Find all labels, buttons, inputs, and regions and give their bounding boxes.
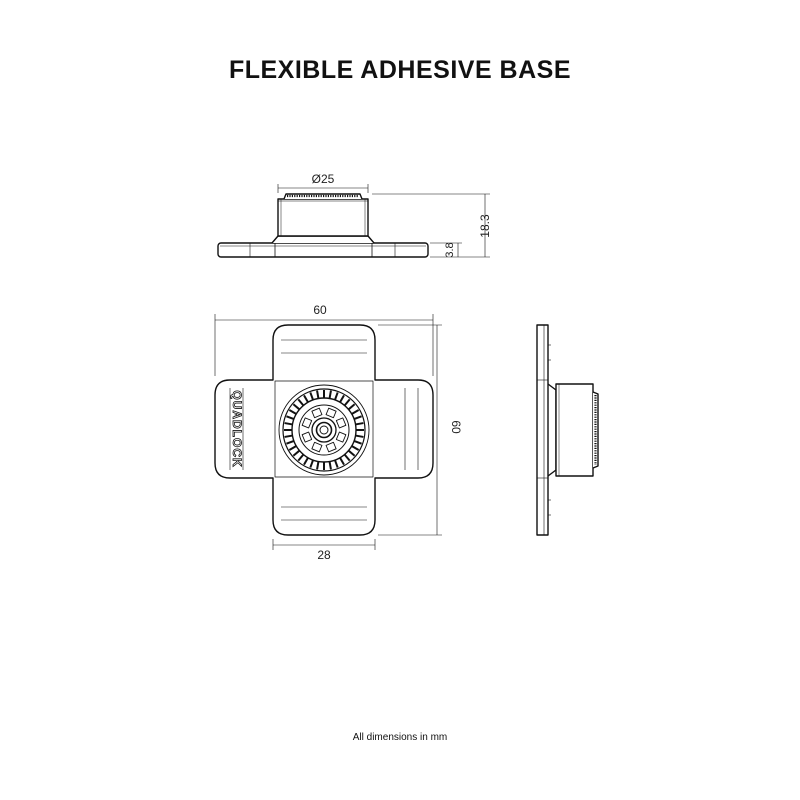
gear-tooth bbox=[284, 422, 293, 426]
gear-tooth bbox=[297, 453, 305, 462]
gear-tooth bbox=[353, 440, 362, 445]
gear-tooth bbox=[288, 445, 297, 451]
gear-tooth bbox=[343, 453, 351, 462]
gear-tooth bbox=[316, 461, 320, 470]
quadlock-logo: QUADLOCK bbox=[230, 390, 244, 467]
dim-total-height: 18.3 bbox=[478, 214, 492, 238]
gear-slot bbox=[301, 431, 313, 443]
gear-tooth bbox=[303, 457, 309, 466]
gear-tooth bbox=[284, 434, 293, 438]
gear-tooth bbox=[347, 449, 356, 457]
dim-width: 60 bbox=[313, 303, 327, 317]
gear-tooth bbox=[286, 415, 295, 420]
plan-dimension-lines bbox=[214, 314, 442, 550]
gear-tooth bbox=[288, 409, 297, 415]
gear-tooth bbox=[353, 415, 362, 420]
gear-slot bbox=[311, 407, 323, 419]
gear-slot bbox=[325, 407, 337, 419]
gear-tooth bbox=[297, 398, 305, 407]
gear-tooth bbox=[303, 394, 309, 403]
gear-tooth bbox=[355, 422, 364, 426]
gear-tooth bbox=[355, 434, 364, 438]
dim-top-diameter: Ø25 bbox=[312, 172, 335, 186]
gear-tooth bbox=[316, 390, 320, 399]
dim-arm-width: 28 bbox=[317, 548, 331, 562]
gear-slot bbox=[301, 417, 313, 429]
gear-tooth bbox=[286, 440, 295, 445]
gear-tooth bbox=[309, 392, 314, 401]
gear-slot bbox=[335, 417, 347, 429]
page-title: FLEXIBLE ADHESIVE BASE bbox=[228, 56, 572, 84]
gear-tooth bbox=[334, 459, 339, 468]
dim-height: 60 bbox=[449, 420, 463, 434]
dim-base-thickness: 3.8 bbox=[444, 242, 456, 257]
gear-tooth bbox=[328, 390, 332, 399]
gear-tooth bbox=[328, 461, 332, 470]
side-profile-view bbox=[536, 324, 599, 536]
side-elevation-view bbox=[217, 193, 429, 258]
units-note: All dimensions in mm bbox=[352, 732, 448, 743]
side-dimension-lines bbox=[277, 184, 490, 258]
gear-teeth bbox=[284, 390, 364, 470]
gear-tooth bbox=[292, 449, 301, 457]
gear-slots bbox=[301, 407, 347, 453]
gear-tooth bbox=[292, 403, 301, 411]
front-plan-view bbox=[214, 324, 434, 536]
gear-tooth bbox=[309, 459, 314, 468]
gear-tooth bbox=[334, 392, 339, 401]
gear-tooth bbox=[351, 409, 360, 415]
gear-tooth bbox=[339, 457, 345, 466]
gear-tooth bbox=[351, 445, 360, 451]
gear-slot bbox=[335, 431, 347, 443]
gear-tooth bbox=[339, 394, 345, 403]
gear-slot bbox=[325, 441, 337, 453]
gear-tooth bbox=[343, 398, 351, 407]
gear-tooth bbox=[347, 403, 356, 411]
gear-slot bbox=[311, 441, 323, 453]
